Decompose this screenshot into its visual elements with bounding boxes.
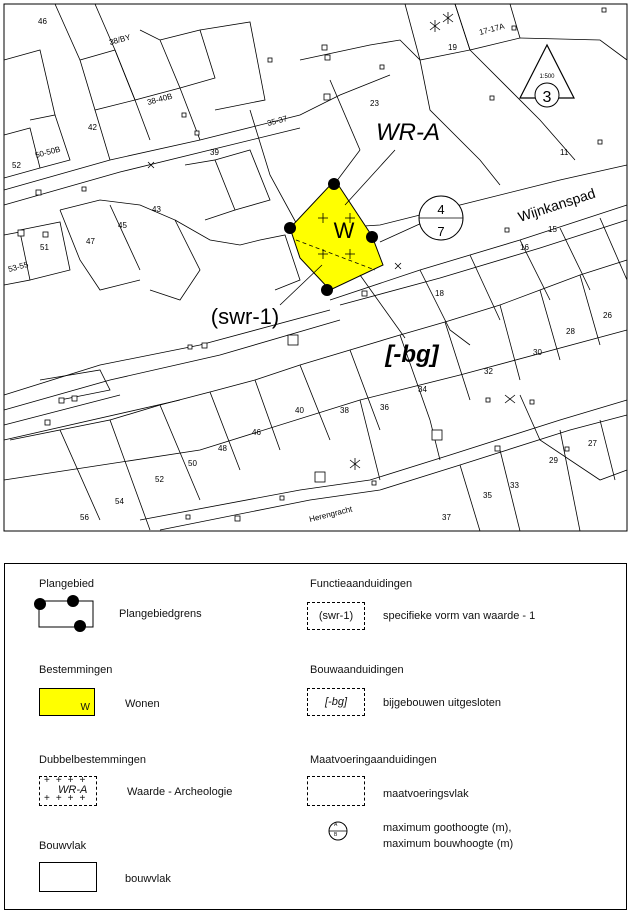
legend-functie-title: Functieaanduidingen	[310, 578, 413, 590]
label-bg: [-bg]	[384, 341, 439, 368]
height-legend-symbol	[328, 821, 348, 841]
parcel-number: 37	[442, 513, 451, 522]
wonen-symbol: W	[39, 688, 95, 716]
building-outlines	[3, 3, 628, 532]
parcel-number: 46	[252, 428, 261, 437]
height-bottom-label: 7	[437, 224, 444, 239]
north-scale: 1:500	[539, 74, 555, 80]
height-symbol-map	[418, 195, 464, 241]
parcel-number: 46	[38, 17, 47, 26]
archeologie-symbol: ++++ ++++ WR-A	[39, 775, 97, 806]
north-arrow-icon	[519, 43, 575, 108]
parcel-number: 26	[603, 311, 612, 320]
height-top-label: 4	[437, 202, 444, 217]
parcel-number: 50	[188, 459, 197, 468]
parcel-number: 16	[520, 243, 529, 252]
legend-dubbel-title: Dubbelbestemmingen	[39, 754, 147, 766]
bg-symbol: [-bg]	[307, 688, 365, 716]
parcel-number: 52	[155, 475, 164, 484]
parcel-number: 54	[115, 497, 124, 506]
label-w: W	[334, 218, 355, 243]
parcel-number: 29	[549, 456, 558, 465]
parcel-number: 42	[88, 123, 97, 132]
parcel-number: 28	[566, 327, 575, 336]
maatvoeringsvlak-symbol	[307, 776, 365, 806]
parcel-number: 23	[370, 99, 379, 108]
legend-plangebied-title: Plangebied	[39, 578, 95, 590]
wonen-code: W	[80, 702, 90, 713]
parcel-number: 48	[218, 444, 227, 453]
plangebied-symbol	[34, 595, 94, 632]
tree-icons	[147, 12, 516, 470]
legend-goothoogte: maximum goothoogte (m),	[383, 822, 512, 834]
legend-bestemmingen-title: Bestemmingen	[39, 664, 113, 676]
parcel-number: 11	[560, 148, 569, 157]
height-sym-top: A	[334, 822, 338, 828]
legend-maatvoering-title: Maatvoeringaanduidingen	[310, 754, 437, 766]
bouwvlak-symbol	[39, 862, 97, 892]
north-number: 3	[543, 89, 552, 106]
parcel-number: 33	[510, 481, 519, 490]
parcel-number: 45	[118, 221, 127, 230]
map-markers	[17, 7, 607, 522]
parcel-number: 36	[380, 403, 389, 412]
parcel-number: 19	[448, 43, 457, 52]
parcel-number: 30	[533, 348, 542, 357]
parcel-number: 52	[12, 161, 21, 170]
parcel-number: 39	[210, 148, 219, 157]
legend-bouwvlak: bouwvlak	[125, 873, 171, 885]
parcel-number: 15	[548, 225, 557, 234]
height-sym-bottom: B	[334, 832, 338, 838]
legend-swr-desc: specifieke vorm van waarde - 1	[383, 610, 536, 622]
parcel-number: 27	[588, 439, 597, 448]
leader-lines	[279, 149, 425, 339]
parcel-number: 47	[86, 237, 95, 246]
label-swr1: (swr-1)	[211, 304, 279, 329]
parcel-number: 56	[80, 513, 89, 522]
legend-bg-desc: bijgebouwen uitgesloten	[383, 697, 502, 709]
legend-plangebiedgrens: Plangebiedgrens	[119, 608, 202, 620]
label-wra: WR-A	[376, 119, 440, 146]
archeologie-crosses	[318, 213, 355, 259]
parcel-number: 38	[340, 406, 349, 415]
maatvoering-line	[295, 239, 376, 271]
swr-symbol: (swr-1)	[307, 602, 365, 630]
legend-wonen: Wonen	[125, 698, 160, 710]
parcel-number: 18	[435, 289, 444, 298]
legend-maatvoeringsvlak: maatvoeringsvlak	[383, 788, 469, 800]
legend-bouwvlak-title: Bouwvlak	[39, 840, 87, 852]
parcel-number: 34	[418, 385, 427, 394]
parcel-number: 43	[152, 205, 161, 214]
plangebied-dots	[284, 178, 378, 296]
legend-bouwhoogte: maximum bouwhoogte (m)	[383, 838, 514, 850]
parcel-number: 51	[40, 243, 49, 252]
legend-waarde-archeologie: Waarde - Archeologie	[127, 786, 233, 798]
parcel-number: 40	[295, 406, 304, 415]
parcel-number: 32	[484, 367, 493, 376]
map-canvas: 4 7 1:500 3 WR-A W (swr-1) [-bg] Wijnkan…	[3, 3, 628, 532]
legend-bouwaand-title: Bouwaanduidingen	[310, 664, 404, 676]
legend-panel: Plangebied Plangebiedgrens Bestemmingen …	[4, 563, 627, 910]
parcel-number: 35	[483, 491, 492, 500]
wra-code: WR-A	[58, 784, 88, 796]
